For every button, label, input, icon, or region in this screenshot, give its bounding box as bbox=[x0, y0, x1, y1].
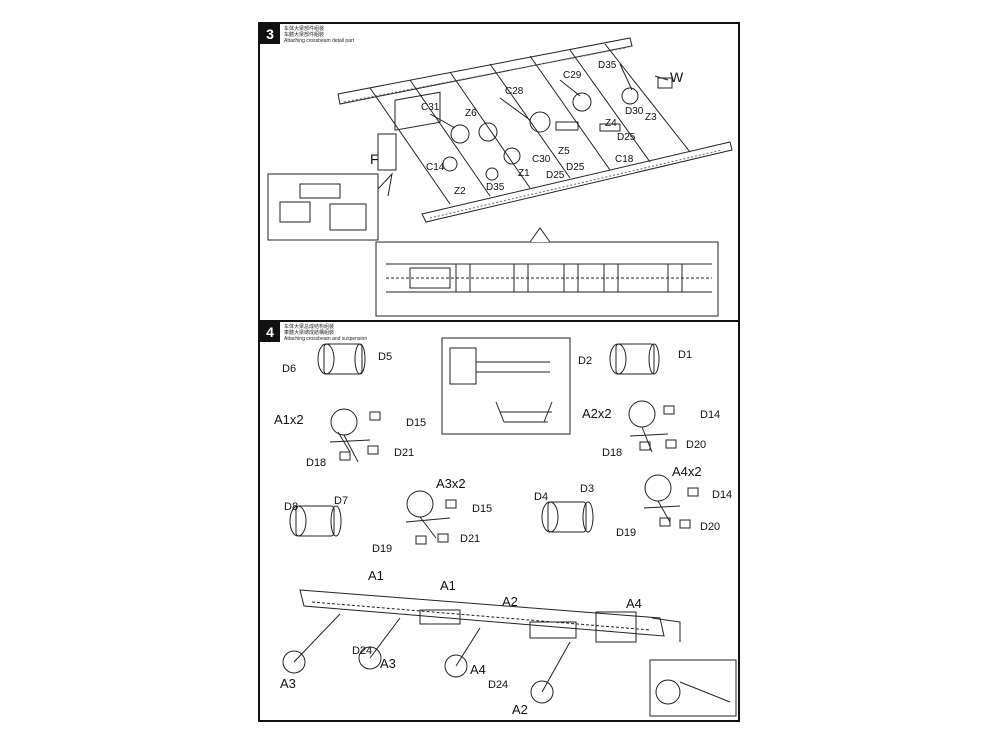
label-a4x2: A4x2 bbox=[672, 464, 702, 479]
label-c31: C31 bbox=[421, 102, 440, 113]
label-a3-b: A3 bbox=[380, 656, 396, 671]
label-z4: Z4 bbox=[605, 118, 617, 129]
step-4-caption-zh-simplified: 车体大梁总成结构组装 bbox=[284, 324, 335, 330]
label-c28: C28 bbox=[505, 86, 524, 97]
label-d19-a: D19 bbox=[372, 543, 392, 555]
step-4-caption-zh-traditional: 車體大梁總成結構組裝 bbox=[284, 330, 335, 336]
label-d15-b: D15 bbox=[472, 503, 492, 515]
label-d35-bottom: D35 bbox=[486, 182, 505, 193]
label-z1: Z1 bbox=[518, 168, 530, 179]
label-d25-low: D25 bbox=[546, 170, 565, 181]
label-z6: Z6 bbox=[465, 108, 477, 119]
step-4-caption-en: Attaching crossbeam and suspension bbox=[284, 336, 368, 342]
label-d14-a: D14 bbox=[700, 409, 720, 421]
label-d19-b: D19 bbox=[616, 527, 636, 539]
label-z3: Z3 bbox=[645, 112, 657, 123]
label-c29: C29 bbox=[563, 70, 582, 81]
label-a4-b: A4 bbox=[470, 662, 486, 677]
label-a1x2: A1x2 bbox=[274, 412, 304, 427]
step-3-panel: 3 车体大梁部件组装 车體大梁部件組裝 Attaching crossbeam … bbox=[258, 22, 740, 322]
label-d8: D8 bbox=[284, 501, 298, 513]
step-3-number: 3 bbox=[260, 24, 280, 44]
step-3-caption-en: Attaching crossbeam detail part bbox=[284, 38, 355, 44]
label-d5: D5 bbox=[378, 351, 392, 363]
label-a2-a: A2 bbox=[502, 594, 518, 609]
label-c14: C14 bbox=[426, 162, 445, 173]
label-d35-top: D35 bbox=[598, 60, 617, 71]
label-d24-b: D24 bbox=[488, 679, 508, 691]
label-d24-a: D24 bbox=[352, 645, 372, 657]
label-d1: D1 bbox=[678, 349, 692, 361]
step-3-caption-zh-simplified: 车体大梁部件组装 bbox=[284, 26, 325, 32]
label-d18-b: D18 bbox=[602, 447, 622, 459]
label-a2x2: A2x2 bbox=[582, 406, 612, 421]
step-4-illustration: D5 D6 D2 D1 A1x2 D15 D18 D21 A2x2 D14 D1… bbox=[274, 337, 737, 717]
label-d2: D2 bbox=[578, 355, 592, 367]
label-d20-b: D20 bbox=[700, 521, 720, 533]
label-d3: D3 bbox=[580, 483, 594, 495]
label-d18-a: D18 bbox=[306, 457, 326, 469]
step-3-caption-zh-traditional: 车體大梁部件組裝 bbox=[284, 32, 325, 38]
label-c18: C18 bbox=[615, 154, 634, 165]
label-d14-b: D14 bbox=[712, 489, 732, 501]
label-d21-b: D21 bbox=[460, 533, 480, 545]
label-d25-right: D25 bbox=[617, 132, 636, 143]
label-d20-a: D20 bbox=[686, 439, 706, 451]
label-d25-mid: D25 bbox=[566, 162, 585, 173]
label-a1-b: A1 bbox=[440, 578, 456, 593]
label-d7: D7 bbox=[334, 495, 348, 507]
step-3-caption: 车体大梁部件组装 车體大梁部件組裝 Attaching crossbeam de… bbox=[284, 26, 354, 44]
step-4-panel: 4 车体大梁总成结构组装 車體大梁總成結構組裝 Attaching crossb… bbox=[258, 322, 740, 722]
label-d15-a: D15 bbox=[406, 417, 426, 429]
label-d6: D6 bbox=[282, 363, 296, 375]
label-d4: D4 bbox=[534, 491, 548, 503]
label-a1-a: A1 bbox=[368, 568, 384, 583]
label-a3x2: A3x2 bbox=[436, 476, 466, 491]
label-d21-a: D21 bbox=[394, 447, 414, 459]
step-4-caption: 车体大梁总成结构组装 車體大梁總成結構組裝 Attaching crossbea… bbox=[284, 324, 367, 342]
label-d30: D30 bbox=[625, 106, 644, 117]
step-3-illustration: W D35 C29 C28 C31 Z6 D30 Z3 Z4 D25 C18 Z… bbox=[267, 37, 733, 317]
label-w: W bbox=[670, 69, 684, 85]
label-f: F bbox=[370, 151, 379, 167]
label-z5: Z5 bbox=[558, 146, 570, 157]
label-c30: C30 bbox=[532, 154, 551, 165]
label-a4-a: A4 bbox=[626, 596, 642, 611]
label-a3-a: A3 bbox=[280, 676, 296, 691]
label-a2-b: A2 bbox=[512, 702, 528, 717]
label-z2: Z2 bbox=[454, 186, 466, 197]
step-4-number: 4 bbox=[260, 322, 280, 342]
